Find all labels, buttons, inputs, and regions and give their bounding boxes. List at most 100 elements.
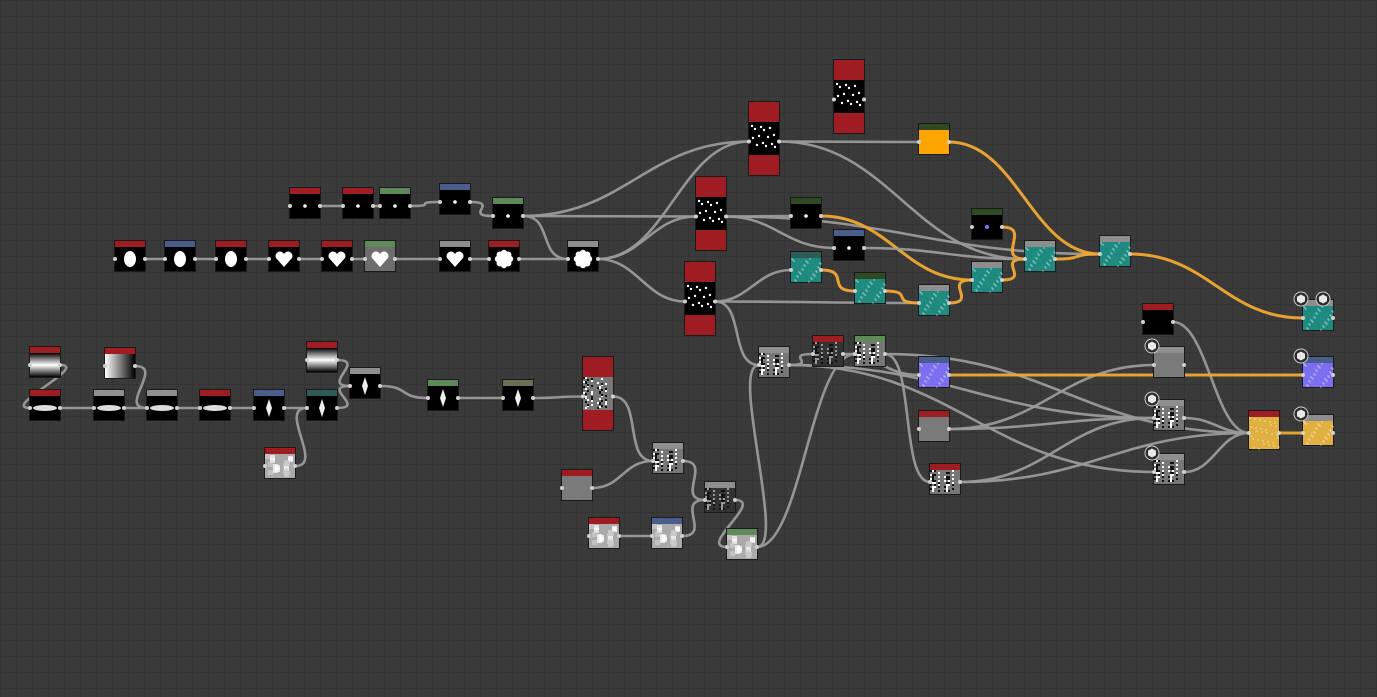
output-cube-icon[interactable]: [1144, 338, 1160, 354]
input-port[interactable]: [853, 352, 857, 356]
output-port[interactable]: [1331, 316, 1335, 320]
output-port[interactable]: [611, 394, 615, 399]
connection-wire[interactable]: [1183, 431, 1250, 474]
graph-node[interactable]: [1301, 356, 1335, 388]
graph-node[interactable]: [970, 208, 1004, 240]
graph-node[interactable]: [725, 528, 759, 560]
connection-wire[interactable]: [778, 140, 1026, 261]
output-cube-icon[interactable]: [1293, 291, 1309, 307]
connection-wire[interactable]: [714, 268, 792, 303]
output-port[interactable]: [777, 139, 781, 144]
output-port[interactable]: [596, 257, 600, 261]
input-port[interactable]: [341, 204, 345, 208]
connection-wire[interactable]: [948, 363, 1155, 431]
input-port[interactable]: [832, 97, 836, 102]
output-port[interactable]: [862, 246, 866, 250]
graph-node[interactable]: [694, 176, 728, 251]
output-port[interactable]: [862, 97, 866, 102]
connection-wire[interactable]: [532, 395, 584, 400]
input-port[interactable]: [1152, 470, 1156, 474]
graph-node[interactable]: [305, 341, 339, 373]
output-port[interactable]: [680, 534, 684, 538]
graph-node[interactable]: [320, 240, 354, 272]
graph-node[interactable]: [703, 481, 737, 513]
graph-node[interactable]: [917, 356, 951, 388]
input-port[interactable]: [28, 406, 32, 410]
input-port[interactable]: [252, 406, 256, 410]
graph-node[interactable]: [928, 463, 962, 495]
connection-wire[interactable]: [948, 140, 1101, 256]
output-port[interactable]: [733, 498, 737, 502]
output-port[interactable]: [133, 364, 137, 368]
graph-node[interactable]: [341, 187, 375, 219]
input-port[interactable]: [438, 200, 442, 204]
graph-node[interactable]: [811, 335, 845, 367]
graph-node[interactable]: [1152, 453, 1186, 485]
graph-node[interactable]: [832, 229, 866, 261]
input-port[interactable]: [789, 268, 793, 272]
connection-wire[interactable]: [469, 200, 494, 218]
connection-wire[interactable]: [959, 416, 1155, 484]
output-cube-icon[interactable]: [1144, 391, 1160, 407]
output-port[interactable]: [228, 406, 232, 410]
connection-wire[interactable]: [336, 384, 351, 410]
graph-node[interactable]: [1098, 235, 1132, 267]
output-port[interactable]: [1171, 320, 1175, 324]
input-port[interactable]: [789, 214, 793, 218]
graph-node[interactable]: [683, 261, 717, 336]
connection-wire[interactable]: [597, 257, 686, 303]
output-port[interactable]: [958, 480, 962, 484]
input-port[interactable]: [683, 299, 687, 304]
output-cube-icon[interactable]: [1144, 445, 1160, 461]
output-port[interactable]: [1331, 373, 1335, 377]
output-port[interactable]: [468, 200, 472, 204]
graph-node[interactable]: [1152, 399, 1186, 431]
graph-node[interactable]: [426, 379, 460, 411]
output-port[interactable]: [58, 406, 62, 410]
connection-wire[interactable]: [1001, 257, 1026, 282]
input-port[interactable]: [917, 301, 921, 305]
connection-wire[interactable]: [134, 364, 148, 410]
input-port[interactable]: [1152, 363, 1156, 367]
input-port[interactable]: [1023, 257, 1027, 261]
output-port[interactable]: [947, 140, 951, 144]
input-port[interactable]: [320, 257, 324, 261]
input-port[interactable]: [703, 498, 707, 502]
input-port[interactable]: [163, 257, 167, 261]
input-port[interactable]: [1098, 252, 1102, 256]
output-port[interactable]: [947, 301, 951, 305]
input-port[interactable]: [263, 464, 267, 468]
output-port[interactable]: [335, 406, 339, 410]
connection-wire[interactable]: [294, 406, 308, 468]
graph-node[interactable]: [970, 261, 1004, 293]
output-port[interactable]: [378, 384, 382, 388]
connection-wire[interactable]: [884, 289, 920, 305]
graph-node[interactable]: [917, 410, 951, 442]
connection-wire[interactable]: [1172, 320, 1250, 435]
input-port[interactable]: [1141, 320, 1145, 324]
output-port[interactable]: [1000, 278, 1004, 282]
connection-wire[interactable]: [522, 214, 569, 261]
input-port[interactable]: [288, 204, 292, 208]
connection-wire[interactable]: [820, 268, 856, 293]
input-port[interactable]: [378, 204, 382, 208]
graph-node[interactable]: [438, 240, 472, 272]
graph-node[interactable]: [267, 240, 301, 272]
graph-node[interactable]: [832, 59, 866, 134]
graph-node[interactable]: [198, 389, 232, 421]
graph-node[interactable]: [28, 389, 62, 421]
input-port[interactable]: [1301, 373, 1305, 377]
graph-node[interactable]: [757, 346, 791, 378]
connection-wire[interactable]: [863, 246, 1026, 261]
graph-node[interactable]: [1301, 299, 1335, 331]
connection-wire[interactable]: [717, 498, 745, 549]
graph-node[interactable]: [28, 346, 62, 378]
graph-node[interactable]: [491, 197, 525, 229]
connection-wire[interactable]: [336, 358, 351, 388]
graph-node[interactable]: [853, 272, 887, 304]
graph-node[interactable]: [501, 379, 535, 411]
input-port[interactable]: [747, 139, 751, 144]
input-port[interactable]: [438, 257, 442, 261]
graph-node[interactable]: [650, 517, 684, 549]
